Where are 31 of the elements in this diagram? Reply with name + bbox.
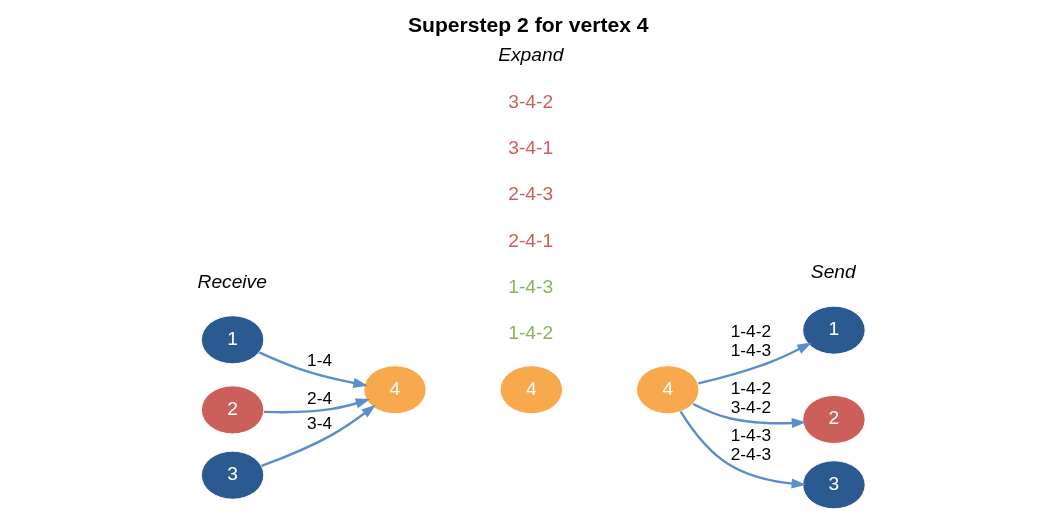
edge-label: 1-4-2 1-4-3 — [730, 321, 772, 361]
edge-label: 1-4 — [307, 350, 333, 371]
node-ellipse: 2 — [200, 385, 265, 435]
node-ellipse: 4 — [499, 365, 564, 415]
edge-label: 3-4 — [307, 413, 333, 434]
node-ellipse: 1 — [200, 315, 265, 365]
label: 2-4-3 — [508, 183, 554, 205]
label: 3-4-1 — [508, 137, 554, 159]
diagram-title: Superstep 2 for vertex 4 — [407, 12, 649, 36]
arrow — [679, 410, 806, 489]
label: 2-4-1 — [508, 229, 554, 251]
node-ellipse: 4 — [636, 365, 700, 415]
node-ellipse: 3 — [200, 450, 265, 500]
node-ellipse: 2 — [802, 395, 866, 444]
label: Expand — [498, 44, 564, 66]
label: 1-4-2 — [508, 321, 554, 343]
arrow — [692, 402, 807, 429]
node-ellipse: 4 — [363, 365, 427, 415]
arrow — [261, 404, 376, 467]
edge-label: 1-4-2 3-4-2 — [730, 377, 772, 418]
edge-label: 1-4-3 2-4-3 — [730, 425, 772, 465]
node-ellipse: 1 — [802, 305, 866, 355]
arrow — [698, 342, 812, 385]
label: Send — [810, 261, 856, 283]
arrow — [263, 398, 371, 414]
arrow — [258, 351, 368, 388]
label: Receive — [197, 270, 267, 292]
label: 1-4-3 — [508, 275, 554, 297]
edge-label: 2-4 — [307, 387, 333, 408]
node-ellipse: 3 — [802, 460, 866, 510]
label: 3-4-2 — [508, 91, 554, 113]
